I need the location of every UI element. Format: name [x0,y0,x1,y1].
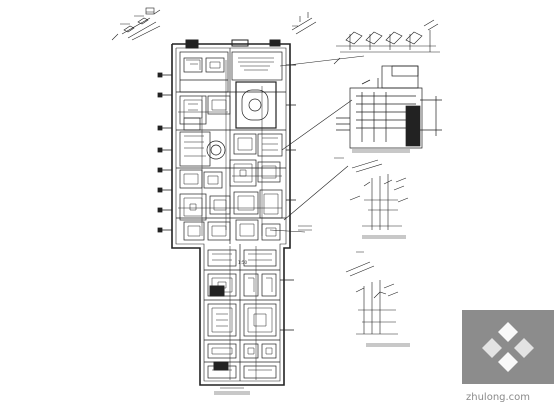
equipment-block [209,285,225,297]
enlarged-room-detail [336,65,442,149]
watermark-logo [462,310,554,384]
top-riser-detail [111,7,161,41]
upper-block-rooms [176,48,286,244]
riser-detail-2-caption [366,343,410,347]
leader-lines [269,55,365,233]
equipment-block [213,361,229,371]
floor-plan-outline [171,39,291,386]
riser-detail-1 [349,159,409,230]
grid-axis-markers [157,64,296,331]
top-center-riser [291,12,317,35]
plan-title-strip [214,387,250,395]
upper-piping-lines [178,57,282,237]
manifold-isometric-detail [333,19,440,65]
enlarged-room-caption [352,149,410,153]
riser-detail-2 [345,261,399,335]
scale-note: 1:50 [238,260,247,265]
watermark-text: zhulong.com [466,392,531,403]
riser-detail-1-caption [362,235,406,239]
dimension-marks [298,157,364,253]
